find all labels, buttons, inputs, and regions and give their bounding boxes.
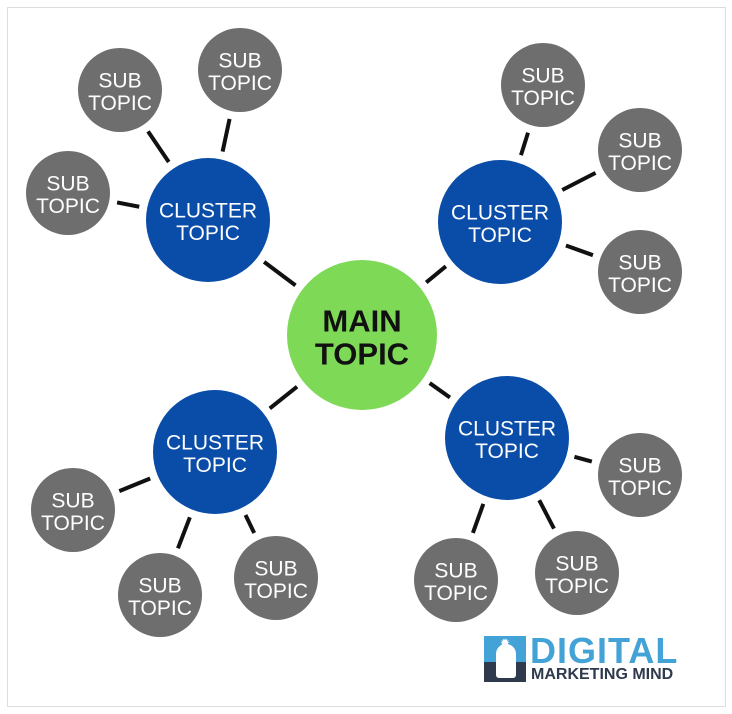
logo-text-digital: DIGITAL — [530, 630, 679, 671]
main-cluster-connector — [428, 381, 452, 400]
sub-topic-label-line2: TOPIC — [36, 195, 100, 218]
sub-topic-label-line2: TOPIC — [244, 580, 308, 603]
main-topic-label-line1: MAIN — [322, 303, 401, 338]
sub-topic-node — [78, 48, 162, 132]
sub-topic-label-line1: SUB — [555, 552, 598, 575]
cluster-sub-connector — [118, 476, 151, 493]
sub-topic-label-line1: SUB — [434, 559, 477, 582]
sub-topic-label-line2: TOPIC — [88, 92, 152, 115]
sub-topic-label-line2: TOPIC — [608, 477, 672, 500]
sub-topic-node — [234, 536, 318, 620]
sub-topic-label-line2: TOPIC — [424, 582, 488, 605]
sub-topic-label-line1: SUB — [618, 129, 661, 152]
cluster-topic-label-line2: TOPIC — [468, 224, 532, 247]
cluster-sub-connector — [116, 200, 140, 209]
sub-topic-label-line1: SUB — [51, 489, 94, 512]
sub-topic-label-line1: SUB — [98, 69, 141, 92]
cluster-topic-label-line1: CLUSTER — [451, 201, 549, 224]
sub-topic-node — [198, 28, 282, 112]
cluster-sub-connector — [561, 171, 597, 192]
cluster-topic-node — [445, 376, 569, 500]
cluster-sub-connector — [519, 132, 530, 156]
cluster-topic-label-line1: CLUSTER — [166, 431, 264, 454]
cluster-sub-connector — [537, 499, 556, 530]
cluster-sub-connector — [220, 118, 232, 152]
head-lightbulb-icon: ✹ — [484, 636, 526, 682]
cluster-topic-node — [438, 160, 562, 284]
sub-topic-node — [598, 108, 682, 192]
main-cluster-connector — [268, 385, 299, 410]
sub-topic-label-line2: TOPIC — [608, 152, 672, 175]
frame-border — [7, 7, 726, 707]
cluster-topic-node — [153, 390, 277, 514]
sub-topic-node — [31, 468, 115, 552]
sub-topic-node — [414, 538, 498, 622]
cluster-topic-node — [146, 158, 270, 282]
sub-topic-label-line1: SUB — [218, 49, 261, 72]
cluster-topic-label-line2: TOPIC — [176, 222, 240, 245]
sub-topic-label-line1: SUB — [46, 172, 89, 195]
cluster-sub-connector — [146, 130, 171, 164]
cluster-sub-connector — [573, 454, 593, 464]
cluster-sub-connector — [565, 243, 594, 258]
main-cluster-connector — [424, 264, 448, 284]
cluster-topic-label-line1: CLUSTER — [458, 417, 556, 440]
sub-topic-label-line1: SUB — [521, 64, 564, 87]
sub-topic-label-line2: TOPIC — [545, 575, 609, 598]
sub-topic-label-line2: TOPIC — [41, 512, 105, 535]
sub-topic-label-line2: TOPIC — [511, 87, 575, 110]
cluster-sub-connector — [471, 503, 486, 534]
cluster-sub-connector — [243, 514, 257, 534]
sub-topic-node — [26, 151, 110, 235]
sub-topic-label-line2: TOPIC — [208, 72, 272, 95]
digital-marketing-mind-logo: ✹ DIGITAL MARKETING MIND — [484, 630, 704, 684]
sub-topic-node — [501, 43, 585, 127]
sub-topic-node — [598, 433, 682, 517]
main-topic-label-line2: TOPIC — [315, 336, 409, 371]
sub-topic-label-line1: SUB — [254, 557, 297, 580]
sub-topic-node — [598, 230, 682, 314]
sub-topic-label-line1: SUB — [618, 251, 661, 274]
main-topic-node — [287, 260, 437, 410]
sub-topic-label-line1: SUB — [618, 454, 661, 477]
cluster-topic-label-line2: TOPIC — [475, 440, 539, 463]
sub-topic-label-line1: SUB — [138, 574, 181, 597]
cluster-topic-label-line1: CLUSTER — [159, 199, 257, 222]
sub-topic-label-line2: TOPIC — [608, 274, 672, 297]
sub-topic-label-line2: TOPIC — [128, 597, 192, 620]
sub-topic-node — [118, 553, 202, 637]
logo-text-marketing-mind: MARKETING MIND — [531, 666, 674, 683]
cluster-topic-label-line2: TOPIC — [183, 454, 247, 477]
cluster-sub-connector — [176, 516, 192, 550]
main-cluster-connector — [262, 260, 297, 287]
sub-topic-node — [535, 531, 619, 615]
